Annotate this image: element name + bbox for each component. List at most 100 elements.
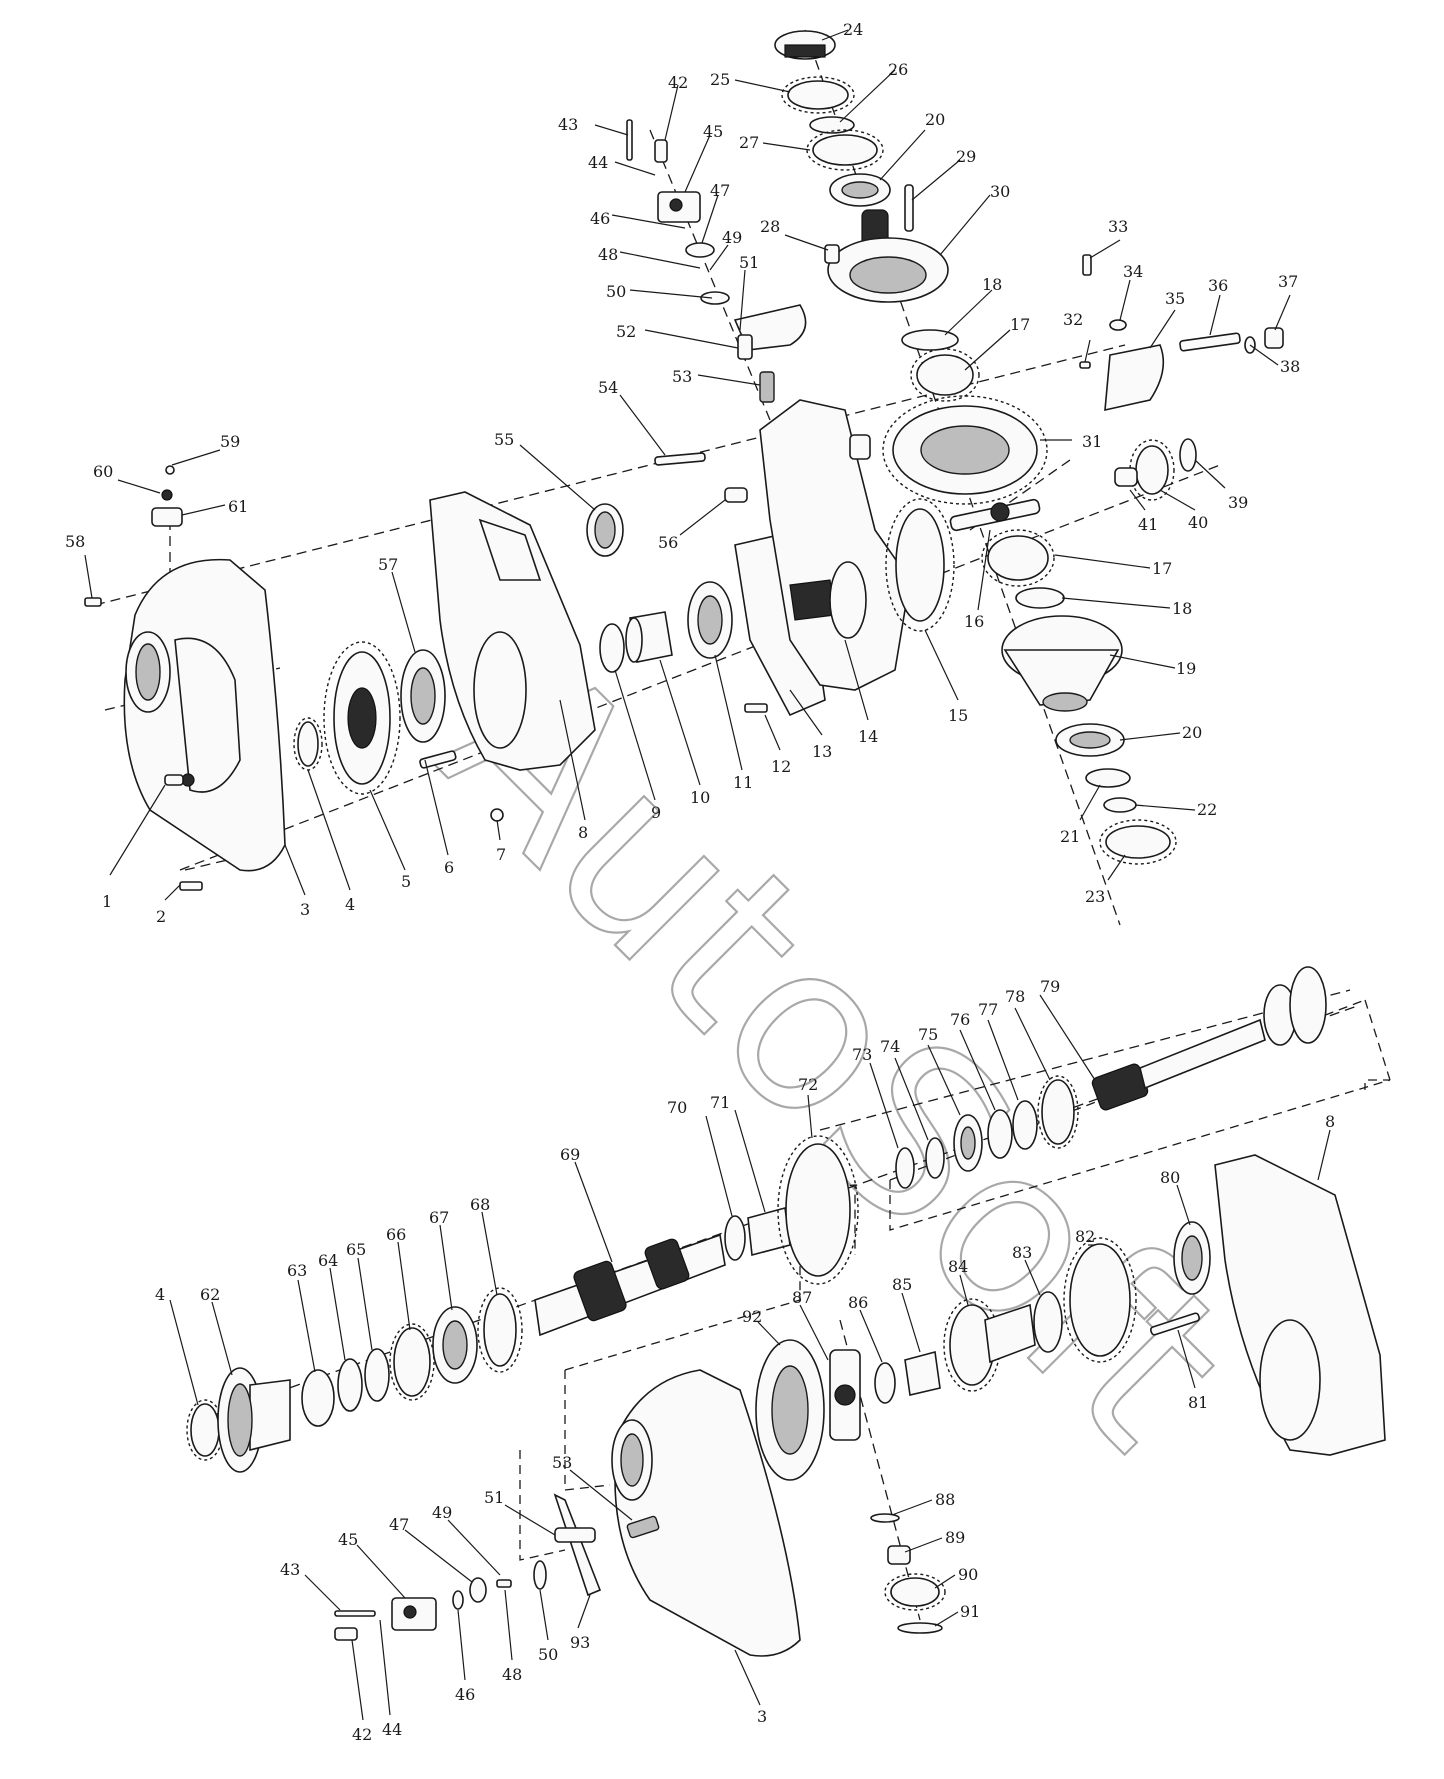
callout-45-bottom: 45 xyxy=(338,1530,358,1549)
callout-90: 90 xyxy=(958,1565,978,1584)
callout-66: 66 xyxy=(386,1225,406,1244)
callout-42-top: 42 xyxy=(668,73,688,92)
part-nut-23 xyxy=(1099,819,1177,865)
part-ring-76 xyxy=(987,1109,1013,1159)
callout-85: 85 xyxy=(892,1275,912,1294)
part-housing-8-bottom xyxy=(1214,1154,1386,1456)
callout-82: 82 xyxy=(1075,1227,1095,1246)
part-bolt-33 xyxy=(1082,254,1092,276)
callout-39: 39 xyxy=(1228,493,1248,512)
callout-38: 38 xyxy=(1280,357,1300,376)
callout-86: 86 xyxy=(848,1293,868,1312)
callout-29: 29 xyxy=(956,147,976,166)
part-ring-9 xyxy=(599,623,625,673)
part-plate-50-bottom xyxy=(533,1560,547,1590)
part-shaft-69 xyxy=(534,1233,726,1337)
callout-50-top: 50 xyxy=(606,282,626,301)
part-nut-24 xyxy=(774,30,836,60)
callout-93: 93 xyxy=(570,1633,590,1652)
part-bolt-43-bottom xyxy=(334,1610,376,1617)
callout-71: 71 xyxy=(710,1093,730,1112)
part-gear-84 xyxy=(943,1298,1036,1392)
part-bolt-29 xyxy=(904,184,914,232)
callout-45-top: 45 xyxy=(703,122,723,141)
callout-59: 59 xyxy=(220,432,240,451)
callout-51-top: 51 xyxy=(739,253,759,272)
part-spring-53-top xyxy=(759,371,775,403)
callout-53-bottom: 53 xyxy=(552,1453,572,1472)
callout-31: 31 xyxy=(1082,432,1102,451)
callout-91: 91 xyxy=(960,1602,980,1621)
part-bushing-89 xyxy=(887,1545,911,1565)
callout-17-top: 17 xyxy=(1010,315,1030,334)
callout-78: 78 xyxy=(1005,987,1025,1006)
part-ring-22 xyxy=(1103,797,1137,813)
part-ring-64 xyxy=(337,1358,363,1412)
part-sensor-42-top xyxy=(654,139,668,163)
callout-88: 88 xyxy=(935,1490,955,1509)
callout-65: 65 xyxy=(346,1240,366,1259)
part-case-19 xyxy=(1001,615,1123,712)
callout-15: 15 xyxy=(948,706,968,725)
part-bolt-6 xyxy=(419,750,457,769)
callout-4-bottom: 4 xyxy=(155,1285,165,1304)
callout-42-bottom: 42 xyxy=(352,1725,372,1744)
callout-46-bottom: 46 xyxy=(455,1685,475,1704)
part-seal-47-top xyxy=(685,242,715,258)
callout-48-bottom: 48 xyxy=(502,1665,522,1684)
callout-36: 36 xyxy=(1208,276,1228,295)
part-bolt-2 xyxy=(179,881,203,891)
part-bearing-27 xyxy=(806,129,884,171)
part-washer-18-top xyxy=(901,329,959,351)
callout-51-bottom: 51 xyxy=(484,1488,504,1507)
callout-10: 10 xyxy=(690,788,710,807)
callout-43-bottom: 43 xyxy=(280,1560,300,1579)
callout-55: 55 xyxy=(494,430,514,449)
callout-47-bottom: 47 xyxy=(389,1515,409,1534)
callout-60: 60 xyxy=(93,462,113,481)
callout-81: 81 xyxy=(1188,1393,1208,1412)
callout-44-bottom: 44 xyxy=(382,1720,402,1739)
callout-16: 16 xyxy=(964,612,984,631)
part-bearing-66 xyxy=(389,1323,435,1401)
callout-79: 79 xyxy=(1040,977,1060,996)
part-washer-18-bottom xyxy=(1015,587,1065,609)
part-bearing-67 xyxy=(432,1306,478,1384)
part-bushing-85 xyxy=(904,1350,941,1396)
callout-33: 33 xyxy=(1108,217,1128,236)
part-ring-86 xyxy=(874,1362,896,1404)
part-housing-8 xyxy=(429,491,596,771)
part-gear-90 xyxy=(884,1573,946,1611)
callout-57: 57 xyxy=(378,555,398,574)
part-washer-39 xyxy=(1179,438,1197,472)
callout-56: 56 xyxy=(658,533,678,552)
part-bolt-54 xyxy=(654,452,706,466)
callout-18-top: 18 xyxy=(982,275,1002,294)
callout-8-bottom: 8 xyxy=(1325,1112,1335,1131)
part-sleeve-56 xyxy=(724,487,748,503)
part-nut-25 xyxy=(781,76,855,114)
part-gear-17-top xyxy=(910,348,980,402)
callout-1: 1 xyxy=(102,892,112,911)
part-bolt-1 xyxy=(164,774,184,786)
callout-70: 70 xyxy=(667,1098,687,1117)
callout-54: 54 xyxy=(598,378,618,397)
part-carrier-30 xyxy=(827,209,949,303)
callout-4: 4 xyxy=(345,895,355,914)
callout-23: 23 xyxy=(1085,887,1105,906)
callout-80: 80 xyxy=(1160,1168,1180,1187)
callout-32: 32 xyxy=(1063,310,1083,329)
part-bracket-35 xyxy=(1104,344,1165,412)
callout-20-top: 20 xyxy=(925,110,945,129)
callout-7: 7 xyxy=(496,845,506,864)
part-washer-46-bottom xyxy=(452,1590,464,1610)
part-ring-gear-15 xyxy=(885,498,955,632)
leader-lines xyxy=(84,29,1331,1721)
part-crown-gear-31 xyxy=(882,395,1048,505)
callout-22: 22 xyxy=(1197,800,1217,819)
part-coupling-82 xyxy=(1063,1237,1137,1363)
callout-83: 83 xyxy=(1012,1243,1032,1262)
part-plug-7 xyxy=(490,808,504,822)
part-ring-74 xyxy=(925,1137,945,1179)
part-bearing-78 xyxy=(1037,1075,1079,1149)
